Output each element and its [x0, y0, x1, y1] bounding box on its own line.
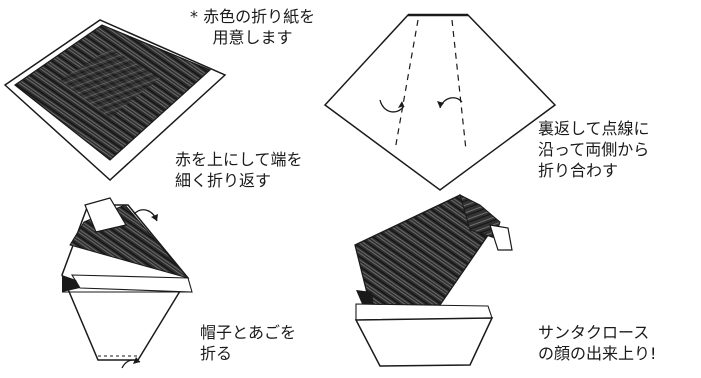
step2-left-arrow [379, 99, 405, 113]
step4-santa-diagram [354, 194, 513, 367]
caption-step2-line-2: 沿って両側から [538, 140, 650, 159]
caption-step3-line-1: 帽子とあごを [200, 323, 297, 342]
caption-prep-line-1: * 赤色の折り紙を [190, 7, 316, 26]
step3-hat-arrowhead [151, 214, 158, 221]
step4-pompom [489, 224, 513, 251]
caption-step2-line-1: 裏返して点線に [538, 119, 650, 138]
caption-step1-line-2: 細く折り返す [175, 171, 272, 190]
step2-left-fold-line [394, 19, 419, 151]
step4-black-patch [356, 290, 374, 306]
caption-step4-line-1: サンタクロース [538, 323, 650, 342]
caption-step3-line-2: 折る [200, 344, 233, 363]
caption-step3: 帽子とあごを 折る [200, 322, 296, 364]
caption-step2: 裏返して点線に 沿って両側から 折り合わす [538, 118, 650, 181]
step3-chin-arrowhead [133, 357, 140, 364]
caption-step1-line-1: 赤を上にして端を [175, 150, 303, 169]
step2-diamond-diagram [323, 13, 557, 191]
step3-hat-fold [95, 224, 127, 233]
step2-right-arrowhead [437, 101, 444, 108]
caption-step2-line-3: 折り合わす [538, 161, 619, 180]
step3-folded-diagram [61, 197, 193, 369]
caption-step4-line-2: の顔の出来上り! [538, 344, 657, 363]
step2-left-arrowhead [398, 101, 404, 108]
caption-step1: 赤を上にして端を 細く折り返す [175, 149, 303, 191]
caption-prep-line-2: 用意します [212, 28, 293, 47]
step1-paper-diagram [3, 19, 227, 182]
caption-step4: サンタクロース の顔の出来上り! [538, 322, 656, 364]
step3-black-patch [62, 275, 80, 292]
step4-face [354, 317, 494, 367]
step1-fold-edge [14, 84, 111, 161]
step1-inner-shade [60, 48, 160, 118]
caption-prep: * 赤色の折り紙を 用意します [190, 6, 315, 48]
